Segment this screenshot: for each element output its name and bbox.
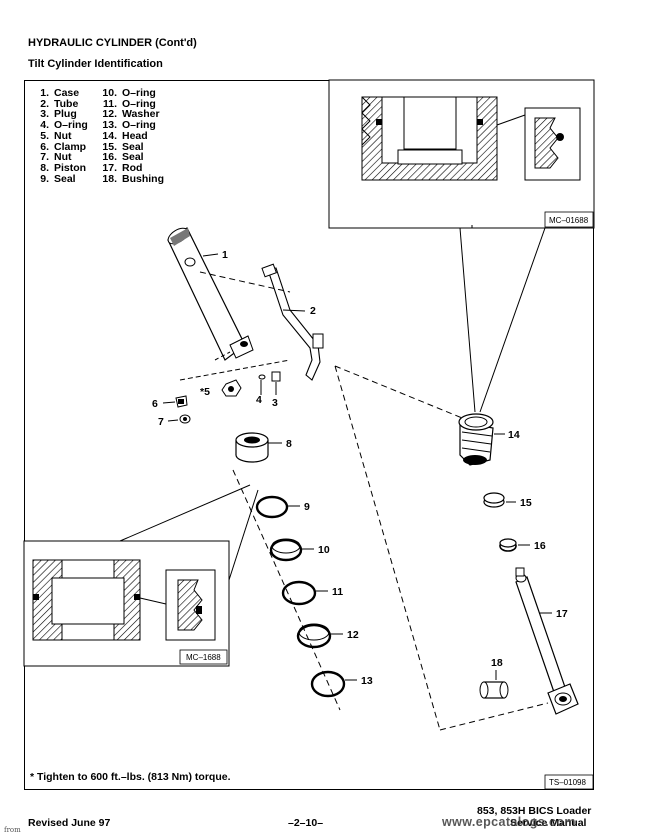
section-title: HYDRAULIC CYLINDER (Cont'd) [28, 37, 197, 49]
main-ref: TS–01098 [549, 778, 586, 787]
callout-7: 7 [158, 416, 164, 428]
footer-page-number: –2–10– [288, 817, 324, 829]
legend-item: 10.O–ring [102, 87, 156, 99]
clamp-part [175, 395, 188, 408]
legend-item: 5.Nut [40, 129, 72, 142]
callout-15: 15 [520, 497, 532, 509]
tube-part [261, 263, 324, 381]
legend-item: 11.O–ring [102, 97, 156, 110]
legend-item: 2.Tube [40, 97, 79, 110]
callout-14: 14 [508, 429, 520, 441]
footer-manual: Service Manual [510, 817, 587, 829]
upper-inset: MC–01688 [328, 79, 595, 413]
legend-item: 14.Head [102, 129, 148, 142]
callout-4: 4 [256, 394, 262, 406]
case-part [167, 227, 254, 361]
footer-revised: Revised June 97 [28, 817, 111, 829]
callout-5: *5 [200, 386, 210, 398]
head-cross-section [361, 96, 498, 181]
legend-item: 18.Bushing [102, 172, 164, 185]
callout-2: 2 [310, 305, 316, 317]
seal-part [255, 495, 289, 519]
head-part [458, 413, 494, 466]
callout-8: 8 [286, 438, 292, 450]
callout-10: 10 [318, 544, 330, 556]
legend-item: 6.Clamp [40, 140, 87, 153]
legend-item: 13.O–ring [102, 119, 156, 132]
rod-part [515, 567, 579, 715]
from-label: from [4, 826, 21, 834]
nut-small-part [179, 414, 191, 424]
torque-note: * Tighten to 600 ft.–lbs. (813 Nm) torqu… [30, 771, 231, 783]
callout-17: 17 [556, 608, 568, 620]
footer-model: 853, 853H BICS Loader [477, 805, 592, 817]
piston-cross-section [32, 559, 141, 641]
lower-inset-ref: MC–1688 [186, 653, 221, 662]
legend-item: 9.Seal [40, 172, 76, 185]
legend-item: 15.Seal [102, 140, 144, 153]
legend-item: 16.Seal [102, 151, 144, 164]
o-ring-small-part [258, 374, 266, 380]
callout-9: 9 [304, 501, 310, 513]
callout-11: 11 [332, 586, 343, 598]
lower-inset: MC–1688 [23, 484, 259, 667]
legend-item: 1.Case [40, 87, 80, 99]
o-ring-11-part [281, 580, 317, 606]
washer-part [296, 623, 332, 649]
legend-item: 12.Washer [102, 108, 160, 121]
figure-frame [24, 80, 594, 790]
plug-part [271, 371, 281, 382]
o-ring-10-part [269, 538, 303, 562]
nut-part [221, 379, 242, 397]
legend-item: 17.Rod [102, 161, 143, 174]
callout-6: 6 [152, 398, 158, 410]
seal-16-part [499, 538, 517, 552]
callout-3: 3 [272, 397, 278, 409]
section-subtitle: Tilt Cylinder Identification [28, 58, 163, 70]
callout-13: 13 [361, 675, 373, 687]
bushing-part [479, 681, 509, 699]
parts-legend: 1.Case 10.O–ring 2.Tube 11.O–ring 3.Plug… [34, 88, 188, 184]
piston-part [235, 432, 269, 463]
legend-item: 4.O–ring [40, 119, 88, 132]
callout-1: 1 [222, 249, 228, 261]
upper-inset-ref: MC–01688 [549, 216, 589, 225]
callout-18: 18 [491, 657, 503, 669]
o-ring-13-part [310, 670, 346, 698]
seal-15-part [483, 492, 505, 508]
legend-item: 3.Plug [40, 108, 77, 121]
legend-item: 8.Piston [40, 161, 87, 174]
callout-16: 16 [534, 540, 546, 552]
callout-12: 12 [347, 629, 359, 641]
watermark-text: www.epcatalogs.com [442, 815, 576, 829]
legend-item: 7.Nut [40, 151, 72, 164]
